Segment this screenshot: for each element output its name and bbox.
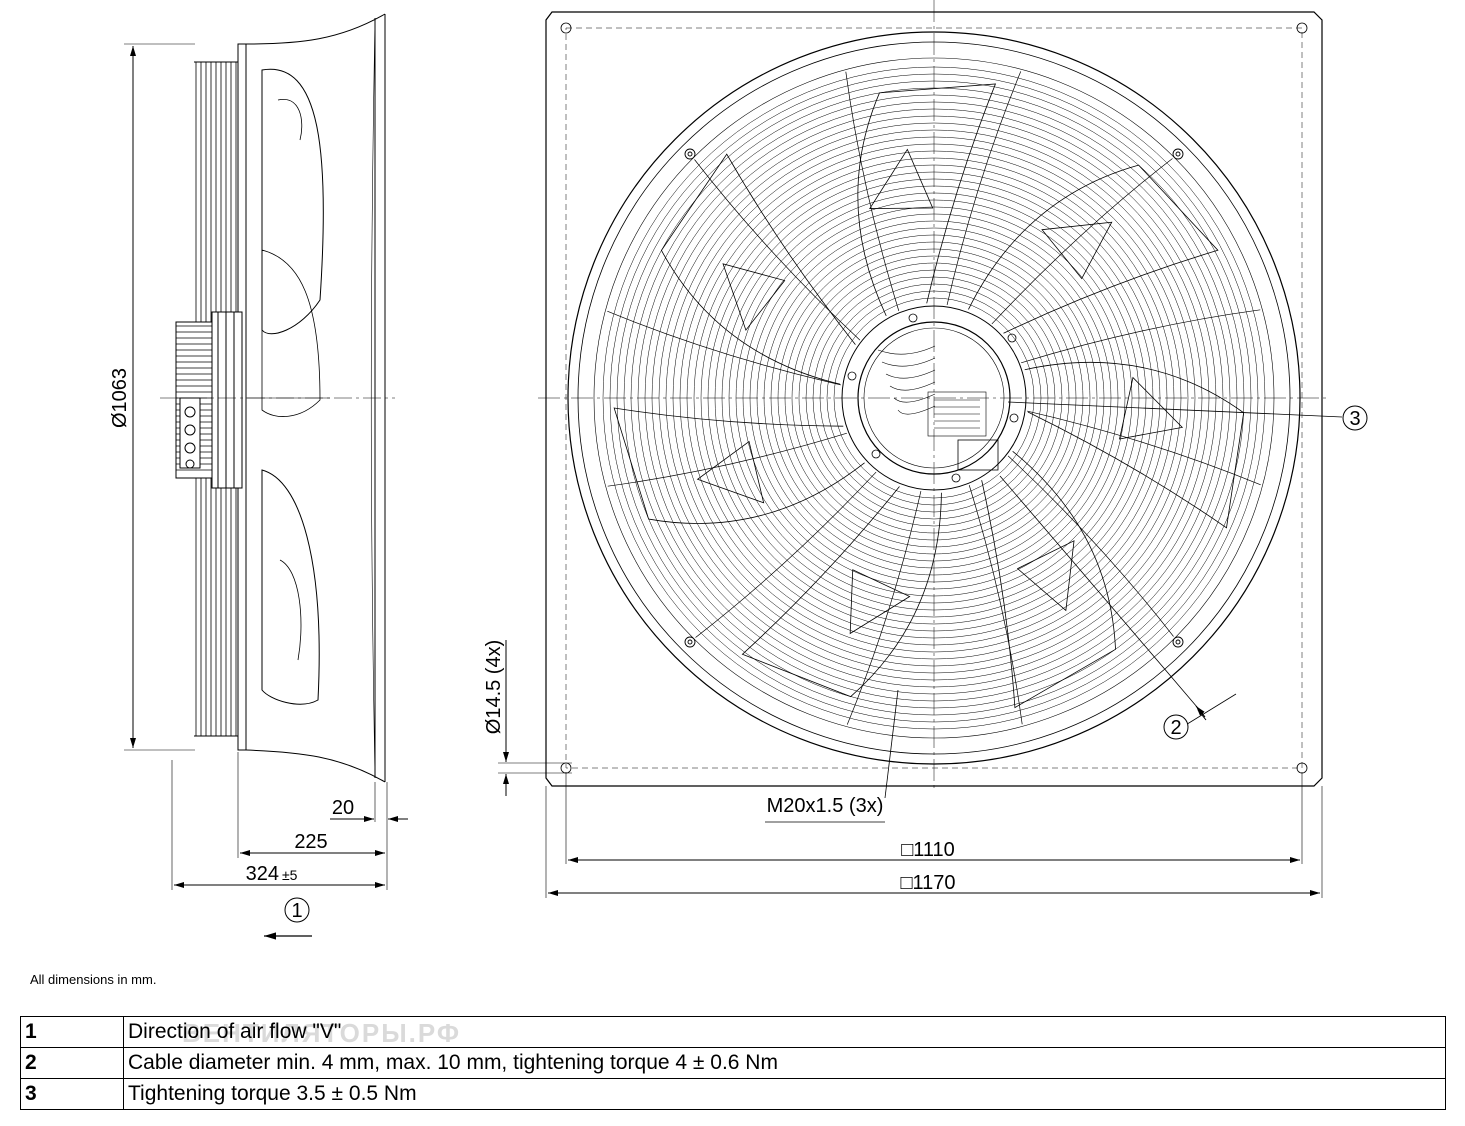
side-view: [175, 13, 386, 783]
callout-1: 1: [264, 897, 312, 940]
legend-num: 3: [20, 1078, 124, 1110]
legend-num: 1: [20, 1016, 124, 1048]
svg-text:3: 3: [1349, 408, 1360, 430]
legend-table: 1 Direction of air flow "V" 2 Cable diam…: [20, 1016, 1446, 1110]
label-diameter: Ø1063: [109, 368, 131, 428]
label-mount-hole: Ø14.5 (4x): [483, 640, 505, 734]
dimension-mount-hole: [498, 640, 572, 796]
legend-num: 2: [20, 1047, 124, 1079]
thread-callout: [765, 689, 899, 823]
fan-technical-drawing: Ø1063 20 225 324 ±5 1: [109, 0, 1368, 940]
legend-text: Tightening torque 3.5 ± 0.5 Nm: [123, 1078, 1446, 1110]
label-thread: M20x1.5 (3x): [767, 795, 884, 817]
dimension-diameter: Ø1063: [109, 43, 195, 751]
callout-2-label: 2: [1170, 717, 1181, 739]
label-square-outer: □1170: [900, 872, 955, 894]
callout-3: 3: [1007, 401, 1368, 431]
dimension-squares: [545, 772, 1323, 898]
dimension-depths: [171, 752, 408, 890]
legend-row: 1 Direction of air flow "V": [20, 1016, 1446, 1048]
svg-text:1: 1: [291, 900, 302, 922]
label-depth-flange: 20: [332, 797, 354, 819]
legend-text: Cable diameter min. 4 mm, max. 10 mm, ti…: [123, 1047, 1446, 1079]
label-depth-total: 324: [246, 863, 279, 885]
legend-row: 2 Cable diameter min. 4 mm, max. 10 mm, …: [20, 1047, 1446, 1079]
callout-2: [999, 475, 1237, 740]
label-depth-tol: ±5: [282, 867, 298, 883]
label-square-inner: □1110: [901, 839, 955, 861]
legend-text: Direction of air flow "V": [123, 1016, 1446, 1048]
legend-row: 3 Tightening torque 3.5 ± 0.5 Nm: [20, 1078, 1446, 1110]
label-depth-225: 225: [294, 831, 327, 853]
dimensions-note: All dimensions in mm.: [30, 972, 157, 987]
